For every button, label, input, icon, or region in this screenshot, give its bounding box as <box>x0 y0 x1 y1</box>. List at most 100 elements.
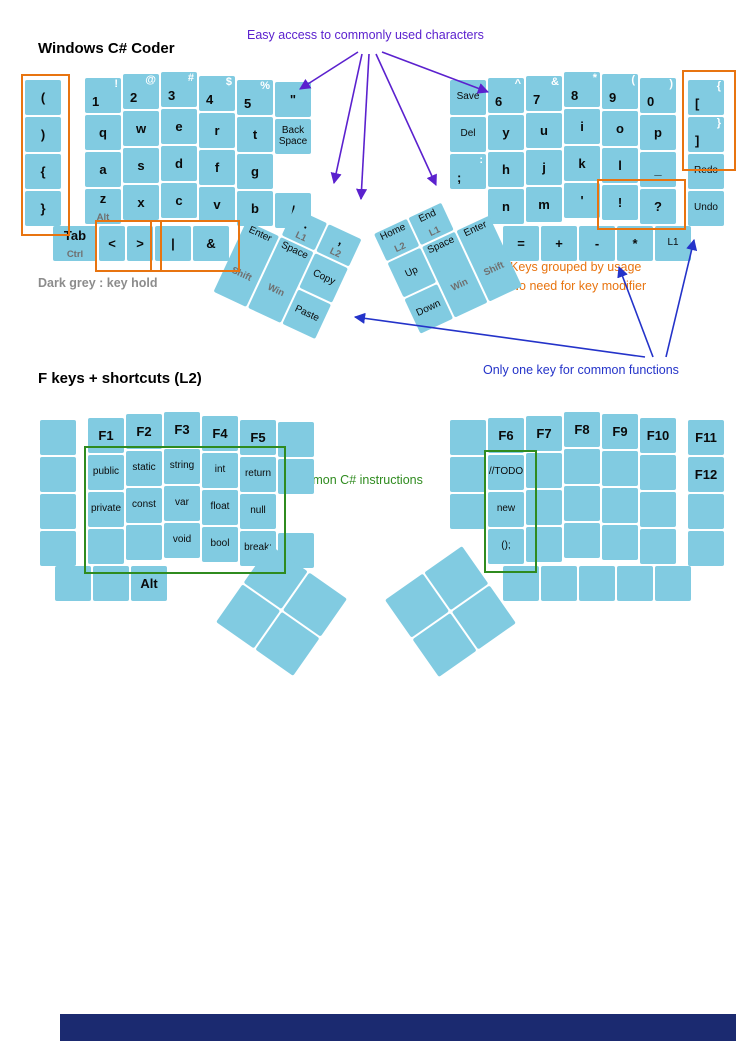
key-var: var <box>164 486 200 521</box>
key-symbol: " <box>275 82 311 117</box>
key-return: return <box>240 457 276 492</box>
highlight-box-square-brackets <box>682 70 736 171</box>
key-e: e <box>161 109 197 144</box>
key-blank <box>450 420 486 455</box>
annotation-one-key: Only one key for common functions <box>483 363 679 377</box>
key-j: j <box>526 150 562 185</box>
key-null: null <box>240 494 276 529</box>
highlight-box-punctuation-keys <box>597 179 686 230</box>
key-symbol: ) <box>25 117 61 152</box>
key-static: static <box>126 451 162 486</box>
key-symbol: * <box>617 226 653 261</box>
arrow-easy-access-2 <box>330 53 363 185</box>
key-todo: //TODO <box>488 455 524 490</box>
key-private: private <box>88 492 124 527</box>
key-symbol: > <box>127 226 153 261</box>
key-blank <box>93 566 129 601</box>
key-symbol: < <box>99 226 125 261</box>
key-f10: F10 <box>640 418 676 453</box>
key-f7: F7 <box>526 416 562 451</box>
key-blank <box>541 566 577 601</box>
key-blank <box>655 566 691 601</box>
key-blank <box>688 494 724 529</box>
key-2: 2@ <box>123 74 159 109</box>
key-f6: F6 <box>488 418 524 453</box>
key-symbol: ! <box>602 185 638 220</box>
key-blank <box>126 525 162 560</box>
key-undo: Undo <box>688 191 724 226</box>
key-f11: F11 <box>688 420 724 455</box>
key-o: o <box>602 111 638 146</box>
key-blank <box>602 488 638 523</box>
key-float: float <box>202 490 238 525</box>
key-m: m <box>526 187 562 222</box>
layer2-title: F keys + shortcuts (L2) <box>38 370 202 387</box>
key-symbol: ? <box>640 189 676 224</box>
arrow-one-key-1 <box>353 312 646 358</box>
key-f3: F3 <box>164 412 200 447</box>
key-blank <box>564 523 600 558</box>
key-v: v <box>199 187 235 222</box>
key-blank <box>602 451 638 486</box>
key-symbol: = <box>503 226 539 261</box>
key-1: 1! <box>85 78 121 113</box>
key-const: const <box>126 488 162 523</box>
key-bool: bool <box>202 527 238 562</box>
key-symbol: { <box>25 154 61 189</box>
key-symbol: [{ <box>688 80 724 115</box>
key-symbol: _ <box>640 152 676 187</box>
key-symbol: (); <box>488 529 524 564</box>
key-f8: F8 <box>564 412 600 447</box>
key-x: x <box>123 185 159 220</box>
key-del: Del <box>450 117 486 152</box>
key-g: g <box>237 154 273 189</box>
key-symbol: } <box>25 191 61 226</box>
key-5: 5% <box>237 80 273 115</box>
key-blank <box>40 494 76 529</box>
key-save: Save <box>450 80 486 115</box>
key-f5: F5 <box>240 420 276 455</box>
key-blank <box>640 455 676 490</box>
key-blank <box>579 566 615 601</box>
key-blank <box>40 457 76 492</box>
key-h: h <box>488 152 524 187</box>
key-blank <box>88 529 124 564</box>
key-s: s <box>123 148 159 183</box>
key-string: string <box>164 449 200 484</box>
key-blank <box>40 420 76 455</box>
arrow-easy-access-4 <box>375 53 437 187</box>
arrow-easy-access-3 <box>355 53 370 201</box>
key-symbol: & <box>193 226 229 261</box>
key-f4: F4 <box>202 416 238 451</box>
key-f: f <box>199 150 235 185</box>
key-blank <box>526 527 562 562</box>
key-0: 0) <box>640 78 676 113</box>
highlight-box-angle-keys <box>95 220 162 272</box>
key-void: void <box>164 523 200 558</box>
key-l1: L1 <box>655 226 691 261</box>
annotation-no-modifier: No need for key modifier <box>510 279 647 293</box>
key-blank <box>617 566 653 601</box>
key-8: 8* <box>564 72 600 107</box>
key-public: public <box>88 455 124 490</box>
key-f9: F9 <box>602 414 638 449</box>
key-w: w <box>123 111 159 146</box>
key-f12: F12 <box>688 457 724 492</box>
key-9: 9( <box>602 74 638 109</box>
key-n: n <box>488 189 524 224</box>
key-blank <box>526 453 562 488</box>
footer-bar <box>60 1014 736 1041</box>
key-symbol: ( <box>25 80 61 115</box>
layer1-title: Windows C# Coder <box>38 40 175 57</box>
key-symbol: ]} <box>688 117 724 152</box>
key-b: b <box>237 191 273 226</box>
key-new: new <box>488 492 524 527</box>
key-6: 6^ <box>488 78 524 113</box>
key-a: a <box>85 152 121 187</box>
key-alt: Alt <box>131 566 167 601</box>
highlight-box-brackets-column <box>21 74 70 236</box>
key-t: t <box>237 117 273 152</box>
key-blank <box>40 531 76 566</box>
